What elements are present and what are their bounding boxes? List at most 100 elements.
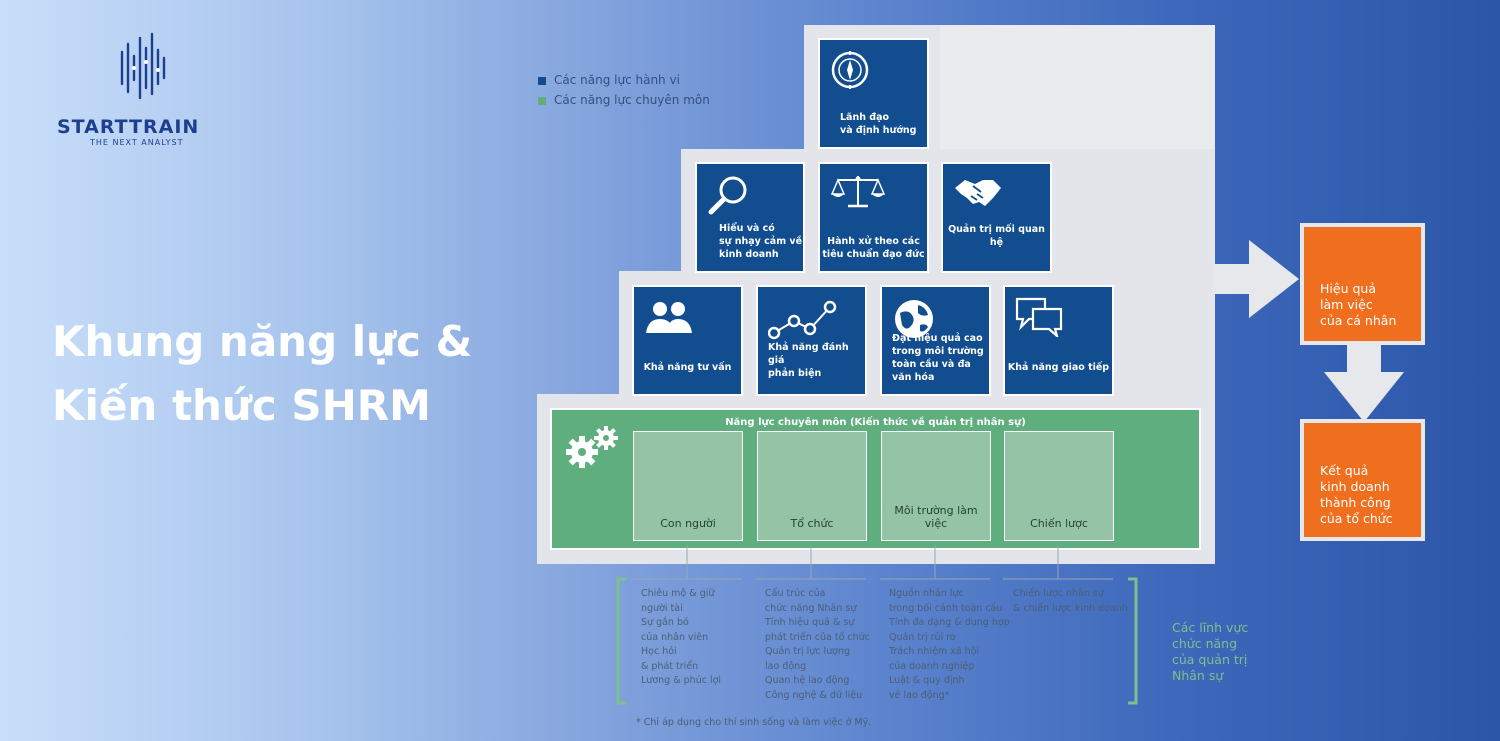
scales-icon [830,176,886,208]
domain-people: Con người [633,431,743,541]
competency-label: và định hướng [840,125,917,136]
handshake-icon [955,180,1001,206]
legend-label: Các năng lực chuyên môn [554,93,710,107]
list-item: & chiến lược kinh doanh [1013,602,1128,614]
list-item: Cấu trúc của [765,588,826,599]
domain-label: Tổ chức [790,517,834,530]
title-line-1: Khung năng lực & [52,317,473,366]
title-line-2: Kiến thức SHRM [52,381,431,430]
chat-icon [1015,297,1063,337]
technical-title: Năng lực chuyên môn (Kiến thức về quản t… [725,417,1026,428]
arrow-right-icon [1213,240,1299,318]
list-item: Chiến lược nhân sự [1013,588,1104,599]
list-item: của nhân viên [641,631,709,643]
competency-label: Khả năng giao tiếp [1007,362,1110,373]
page-title: Khung năng lực & Kiến thức SHRM [52,310,472,438]
competency-consultation: Khả năng tư vấn [632,285,743,396]
technical-competency-panel: Năng lực chuyên môn (Kiến thức về quản t… [550,408,1201,550]
domain-label: Môi trường làm việc [894,504,978,530]
list-item: Trách nhiệm xã hội [889,646,980,657]
functional-label-line: Các lĩnh vực [1172,620,1249,635]
outcome-line: thành công [1320,495,1391,510]
starttrain-logo-icon [120,32,166,100]
outcome-line: của cá nhân [1320,313,1397,328]
competency-label: Lãnh đạo [840,112,890,123]
arrow-down-icon [1324,342,1404,422]
list-item: lao động [765,660,807,672]
outcome-line: Kết quả [1320,463,1369,478]
competency-label: Khả năng tư vấn [643,362,732,373]
list-item: phát triển của tổ chức [765,631,870,643]
competency-label: sự nhạy cảm về [719,236,803,247]
competency-communication: Khả năng giao tiếp [1003,285,1114,396]
domain-organization: Tổ chức [757,431,867,541]
list-item: của doanh nghiệp [889,660,975,672]
legend-swatch-green [538,96,546,105]
legend-item: Các năng lực hành vi [538,70,710,90]
list-item: Quan hệ lao động [765,675,850,686]
outcome-line: làm việc [1320,297,1373,312]
functional-label-line: của quản trị [1172,652,1248,667]
list-item: Luật & quy định [889,675,965,686]
brand-name: STARTTRAIN [57,116,200,138]
list-item: Học hỏi [641,646,677,657]
globe-icon [895,300,933,338]
competency-ethical-practice: Hành xử theo các tiêu chuẩn đạo đức [818,162,929,273]
list-item: Quản trị lực lượng [765,646,851,657]
brand-tagline: THE NEXT ANALYST [90,138,184,147]
competency-relationship-management: Quản trị mối quan hệ [941,162,1052,273]
competency-label: Quản trị mối quan hệ [948,224,1045,248]
list-item: & phát triển [641,660,699,672]
domain-organization-items: Cấu trúc của chức năng Nhân sự Tính hiệu… [765,587,870,703]
competency-label: Khả năng đánh giá [768,342,849,366]
compass-icon [831,51,869,89]
competency-label: Đạt hiệu quả cao [892,333,983,344]
outcome-line: Hiệu quả [1320,281,1376,296]
footnote: * Chỉ áp dụng cho thí sinh sống và làm v… [636,717,872,728]
list-item: Chiêu mộ & giữ [641,588,715,599]
list-item: trong bối cảnh toàn cầu [889,602,1003,614]
functional-areas-label: Các lĩnh vực chức năng của quản trị Nhân… [1172,620,1248,684]
list-item: Tính đa dạng & dung hợp [889,617,1010,628]
competency-label: kinh doanh [719,249,779,260]
domain-workplace-items: Nguồn nhân lực trong bối cảnh toàn cầu T… [889,587,1010,703]
gears-icon [566,426,618,468]
outcome-organization: Kết quả kinh doanh thành công của tổ chứ… [1300,419,1425,541]
magnifier-icon [708,176,747,215]
network-icon [768,300,837,340]
competency-label: phản biện [768,368,822,379]
pyramid-top-right-panel [940,25,1215,151]
domain-workplace: Môi trường làm việc [881,431,991,541]
functional-label-line: chức năng [1172,636,1238,651]
list-item: Nguồn nhân lực [889,588,964,599]
list-item: Lương & phúc lợi [641,675,722,686]
list-item: Công nghệ & dữ liệu [765,689,863,701]
people-icon [646,302,692,333]
competency-global-effectiveness: Đạt hiệu quả cao trong môi trường toàn c… [880,285,991,396]
competency-label: toàn cầu và đa văn hóa [892,359,971,383]
outcome-line: của tổ chức [1320,511,1393,526]
list-item: chức năng Nhân sự [765,602,857,614]
list-item: về lao động* [889,689,950,701]
functional-label-line: Nhân sự [1172,668,1224,683]
outcome-line: kinh doanh [1320,479,1390,494]
domain-strategy: Chiến lược [1004,431,1114,541]
competency-label: Hành xử theo các [827,236,920,247]
domain-label: Con người [660,517,716,530]
domain-connectors [616,545,1138,705]
domain-people-items: Chiêu mộ & giữ người tài Sự gắn bó của n… [641,587,721,689]
competency-label: trong môi trường [892,346,984,357]
list-item: Tính hiệu quả & sự [765,617,855,628]
competency-business-acumen: Hiểu và có sự nhạy cảm về kinh doanh [695,162,805,273]
legend: Các năng lực hành vi Các năng lực chuyên… [538,70,710,110]
domain-label: Chiến lược [1030,517,1088,530]
list-item: người tài [641,602,683,614]
competency-label: tiêu chuẩn đạo đức [822,249,925,260]
legend-swatch-blue [538,76,546,85]
competency-label: Hiểu và có [719,223,775,234]
list-item: Sự gắn bó [641,617,689,628]
legend-label: Các năng lực hành vi [554,73,680,87]
outcome-individual: Hiệu quả làm việc của cá nhân [1300,223,1425,345]
domain-strategy-items: Chiến lược nhân sự & chiến lược kinh doa… [1013,587,1128,616]
competency-leadership: Lãnh đạo và định hướng [818,38,929,149]
